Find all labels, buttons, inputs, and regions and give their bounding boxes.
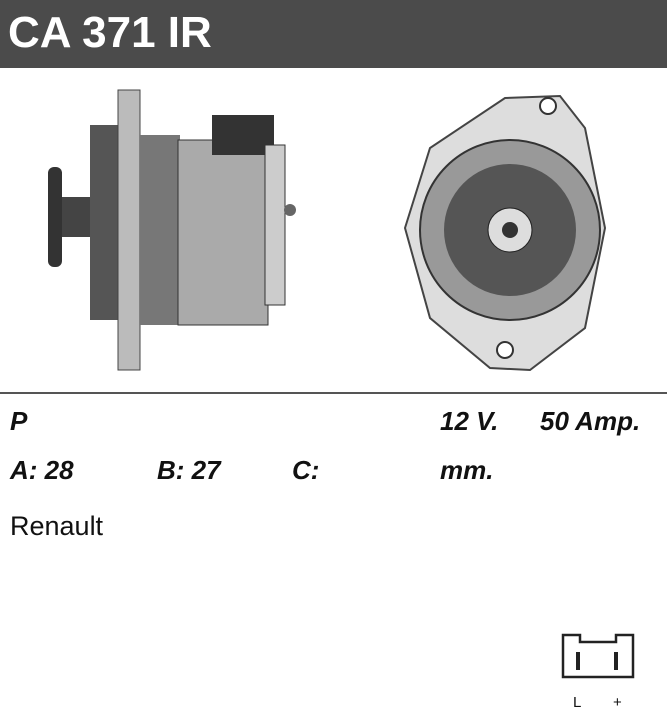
dimension-b: B: 27: [157, 455, 221, 485]
pin-label-plus: +: [613, 694, 622, 711]
divider: [0, 392, 667, 394]
alternator-side-view-icon: [48, 89, 296, 371]
pin-label-l: L: [573, 694, 582, 711]
type-code: P: [10, 406, 28, 436]
vehicle-application: Renault: [10, 511, 104, 541]
part-number-title: CA 371 IR: [8, 8, 212, 57]
connector-diagram-icon: [561, 633, 635, 679]
dimension-c: C:: [292, 455, 320, 485]
alternator-front-view-icon: [403, 94, 607, 372]
header-bar: CA 371 IR: [0, 0, 667, 68]
dimension-a: A: 28: [10, 455, 74, 485]
voltage: 12 V.: [440, 406, 499, 436]
dimension-unit: mm.: [440, 455, 494, 485]
amperage: 50 Amp.: [540, 406, 641, 436]
